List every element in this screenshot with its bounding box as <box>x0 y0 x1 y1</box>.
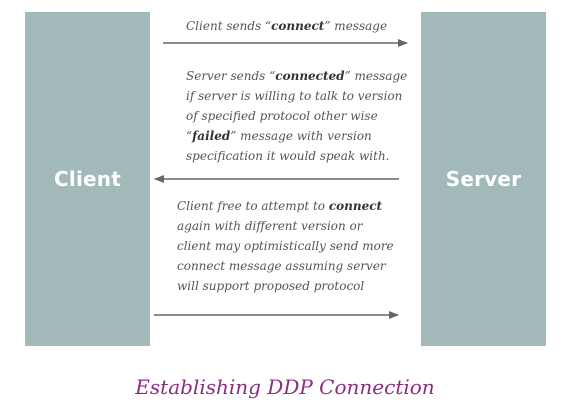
connect-message: Client sends “connect” message <box>186 16 387 36</box>
retry-line-4: connect message assuming server <box>177 259 386 273</box>
retry-line-5: will support proposed protocol <box>177 279 365 293</box>
response-line-2: if server is willing to talk to version <box>186 89 403 103</box>
retry-connect-keyword: connect <box>328 199 383 213</box>
retry-message: Client free to attempt to connect again … <box>177 196 394 296</box>
response-line-4: “failed” message with version <box>186 126 407 146</box>
client-panel: Client <box>25 12 150 346</box>
response-line-4-open: “ <box>186 129 193 143</box>
server-panel: Server <box>421 12 546 346</box>
response-line-4-after: ” message with version <box>230 129 372 143</box>
connect-message-after: ” message <box>324 19 388 33</box>
diagram-caption: Establishing DDP Connection <box>135 375 435 399</box>
response-line-1-after: ” message <box>344 69 408 83</box>
client-label: Client <box>54 167 121 191</box>
connect-keyword: connect <box>271 19 325 33</box>
server-label: Server <box>445 167 522 191</box>
failed-keyword: failed <box>192 129 231 143</box>
retry-line-1: Client free to attempt to connect <box>177 196 394 216</box>
retry-line-3: client may optimistically send more <box>177 239 394 253</box>
retry-line-2: again with different version or <box>177 219 363 233</box>
response-line-5: specification it would speak with. <box>186 149 390 163</box>
connected-keyword: connected <box>275 69 345 83</box>
connect-message-before: Client sends “ <box>186 19 272 33</box>
response-message: Server sends “connected” message if serv… <box>186 66 407 166</box>
response-line-3: of specified protocol other wise <box>186 109 378 123</box>
response-line-1: Server sends “connected” message <box>186 66 407 86</box>
response-line-1-before: Server sends “ <box>186 69 276 83</box>
retry-line-1-before: Client free to attempt to <box>177 199 329 213</box>
